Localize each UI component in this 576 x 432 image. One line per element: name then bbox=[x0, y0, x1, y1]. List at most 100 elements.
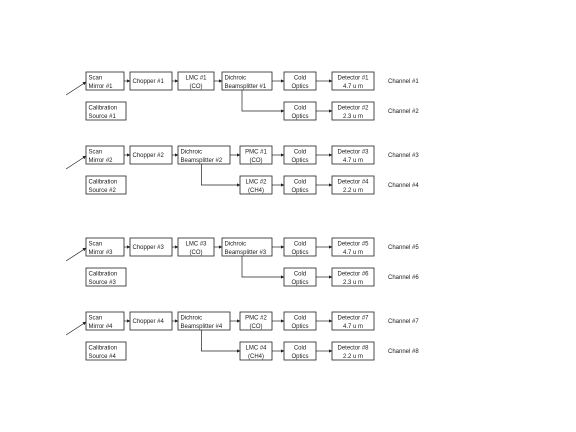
group-2-row1-pmc-box-label-line-1: PMC #1 bbox=[245, 150, 267, 156]
group-4-row2-detector-box-label-line-1: Detector #8 bbox=[337, 346, 369, 352]
group-3-row1-lmc-box-label-line-2: (CO) bbox=[190, 250, 203, 256]
group-3-row1-detector-box-label-line-2: 4.7 u m bbox=[343, 250, 363, 256]
group-4-row1-cold-optics-box-label-line-2: Optics bbox=[291, 324, 308, 330]
group-3-row2-detector-box: Detector #6 2.3 u m bbox=[331, 267, 375, 287]
group-3-channel-label-2: Channel #6 bbox=[388, 275, 419, 281]
group-4-row1-detector-box-label-line-1: Detector #7 bbox=[337, 316, 369, 322]
group-4-channel-label-1: Channel #7 bbox=[388, 319, 419, 325]
group-2-row1-dichroic-beamsplitter-box-label-line-2: Beamsplitter #2 bbox=[181, 158, 223, 164]
group-4-row1-detector-box: Detector #74.7 u m bbox=[331, 311, 375, 331]
group-3-row2-cold-optics-box-label-line-2: Optics bbox=[291, 280, 308, 286]
group-1-row1-cold-optics-box-label-line-2: Optics bbox=[291, 84, 308, 90]
group-3-row2-detector-box-label-line-1: Detector #6 bbox=[337, 272, 369, 278]
group-4-row2-detector-box: Detector #82.2 u m bbox=[331, 341, 375, 361]
group-3-row1-detector-box: Detector #5 4.7 u m bbox=[331, 237, 375, 257]
group-2-calibration-source-box-label-line-2: Source #2 bbox=[89, 188, 117, 194]
group-2-channel-label-1: Channel #3 bbox=[388, 153, 419, 159]
group-4-row1-dichroic-beamsplitter-box-label-line-1: Dichroic bbox=[181, 316, 203, 322]
group-4-scan-mirror-box-label-line-1: Scan bbox=[89, 316, 103, 322]
group-2-row1-detector-box-label-line-1: Detector #3 bbox=[337, 150, 369, 156]
group-1-row1-detector-box: Detector #14.7 u m bbox=[331, 71, 375, 91]
group-2-row2-lmc-box-label-line-1: LMC #2 bbox=[245, 180, 267, 186]
group-4-row1-pmc-box-label-line-2: (CO) bbox=[250, 324, 263, 330]
group-2-scan-mirror-box-label-line-2: Mirror #2 bbox=[89, 158, 114, 164]
group-2-row1-detector-box-label-line-2: 4.7 u m bbox=[343, 158, 363, 164]
group-1-row1-dichroic-beamsplitter-box-label-line-2: Beamsplitter #1 bbox=[225, 84, 267, 90]
group-3-incoming-ray bbox=[65, 247, 87, 262]
group-2-row2-lmc-box-label-line-2: (CH4) bbox=[248, 188, 264, 194]
group-2-row2-detector-box: Detector #42.2 u m bbox=[331, 175, 375, 195]
group-2-row2-cold-optics-box-label-line-1: Cold bbox=[294, 180, 306, 186]
group-3-row1-lmc-box-label-line-1: LMC #3 bbox=[185, 242, 207, 248]
group-4-row1-pmc-box: PMC #2 (CO) bbox=[239, 311, 273, 331]
group-1-row2-detector-box: Detector #22.3 u m bbox=[331, 101, 375, 121]
group-2-row2-lmc-box: LMC #2 (CH4) bbox=[239, 175, 273, 195]
group-3-row1-lmc-box: LMC #3 (CO) bbox=[177, 237, 215, 257]
group-2-incoming-ray bbox=[65, 155, 87, 170]
group-4-row2-lmc-box-label-line-1: LMC #4 bbox=[245, 346, 267, 352]
group-4-chopper-box: Chopper #4 bbox=[129, 311, 173, 331]
group-3-row1-detector-box-label-line-1: Detector #5 bbox=[337, 242, 369, 248]
group-1-row1-lmc-box-label-line-2: (CO) bbox=[190, 84, 203, 90]
group-3-scan-mirror-box-label-line-1: Scan bbox=[89, 242, 103, 248]
group-4-scan-mirror-box-label-line-2: Mirror #4 bbox=[89, 324, 114, 330]
group-4-row2-lmc-box-label-line-2: (CH4) bbox=[248, 354, 264, 360]
group-4-row1-pmc-box-label-line-1: PMC #2 bbox=[245, 316, 267, 322]
group-2-scan-mirror-box-label-line-1: Scan bbox=[89, 150, 103, 156]
group-2-chopper-box-label-line-1: Chopper #2 bbox=[133, 153, 165, 159]
group-1-beamsplitter-branch-arrow bbox=[241, 90, 285, 113]
group-2-row1-cold-optics-box-label-line-1: Cold bbox=[294, 150, 306, 156]
group-2-chopper-box: Chopper #2 bbox=[129, 145, 173, 165]
group-1-row1-dichroic-beamsplitter-box-label-line-1: Dichroic bbox=[225, 76, 247, 82]
group-3-row1-cold-optics-box-label-line-1: Cold bbox=[294, 242, 306, 248]
group-1-row1-lmc-box: LMC #1 (CO) bbox=[177, 71, 215, 91]
group-3-beamsplitter-branch-arrow bbox=[241, 256, 285, 279]
group-1-row2-cold-optics-box-label-line-1: Cold bbox=[294, 106, 306, 112]
group-2-row2-detector-box-label-line-2: 2.2 u m bbox=[343, 188, 363, 194]
group-2-row1-pmc-box-label-line-2: (CO) bbox=[250, 158, 263, 164]
group-1-row2-cold-optics-box-label-line-2: Optics bbox=[291, 114, 308, 120]
group-3-chopper-box: Chopper #3 bbox=[129, 237, 173, 257]
group-4-row2-cold-optics-box-label-line-1: Cold bbox=[294, 346, 306, 352]
group-1-row1-lmc-box-label-line-1: LMC #1 bbox=[185, 76, 207, 82]
group-3-chopper-box-label-line-1: Chopper #3 bbox=[133, 245, 165, 251]
group-2-row2-cold-optics-box-label-line-2: Optics bbox=[291, 188, 308, 194]
group-4-calibration-source-box-label-line-1: Calibration bbox=[89, 346, 118, 352]
group-1-row1-cold-optics-box-label-line-1: Cold bbox=[294, 76, 306, 82]
group-1-channel-label-2: Channel #2 bbox=[388, 109, 419, 115]
group-2-row1-detector-box: Detector #3 4.7 u m bbox=[331, 145, 375, 165]
group-4-row1-cold-optics-box-label-line-1: Cold bbox=[294, 316, 306, 322]
group-4-calibration-source-box-label-line-2: Source #4 bbox=[89, 354, 117, 360]
group-3-calibration-source-box-label-line-2: Source #3 bbox=[89, 280, 117, 286]
group-3-row1-cold-optics-box-label-line-2: Optics bbox=[291, 250, 308, 256]
group-2-row1-pmc-box: PMC #1 (CO) bbox=[239, 145, 273, 165]
group-3-calibration-source-box-label-line-1: Calibration bbox=[89, 272, 118, 278]
group-1-scan-mirror-box-label-line-2: Mirror #1 bbox=[89, 84, 114, 90]
group-1-incoming-ray bbox=[65, 81, 87, 96]
group-3-row2-detector-box-label-line-2: 2.3 u m bbox=[343, 280, 363, 286]
group-2-beamsplitter-branch-arrow bbox=[201, 164, 241, 187]
group-4-incoming-ray bbox=[65, 321, 87, 336]
group-1-calibration-source-box-label-line-2: Source #1 bbox=[89, 114, 117, 120]
group-2-channel-label-2: Channel #4 bbox=[388, 183, 419, 189]
